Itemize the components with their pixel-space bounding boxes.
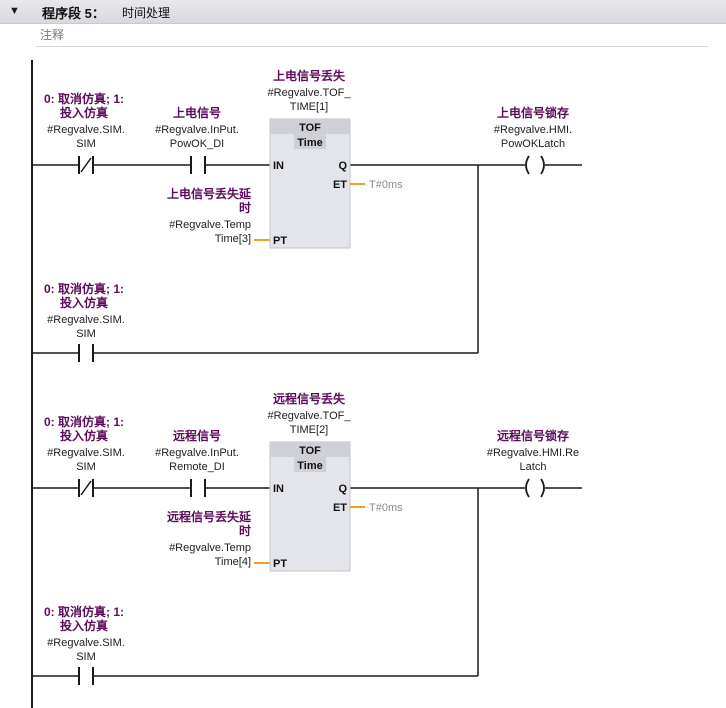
branch-contact-comment: 0: 取消仿真; 1: xyxy=(44,281,124,296)
pin-q: Q xyxy=(338,483,347,495)
coil-comment: 上电信号锁存 xyxy=(497,105,569,120)
tof-timer-box[interactable] xyxy=(269,118,351,249)
pin-et: ET xyxy=(333,179,347,191)
branch-contact-comment-2: 投入仿真 xyxy=(60,295,108,310)
timer-instance[interactable]: #Regvalve.TOF_ xyxy=(268,87,352,99)
coil-var-2[interactable]: PowOKLatch xyxy=(501,138,565,150)
coil-var[interactable]: #Regvalve.HMI.Re xyxy=(487,447,579,459)
pin-pt: PT xyxy=(273,558,287,570)
branch-contact-comment: 0: 取消仿真; 1: xyxy=(44,604,124,619)
segment-label: 程序段 5： xyxy=(42,6,105,21)
et-value[interactable]: T#0ms xyxy=(369,179,403,191)
branch-contact-var[interactable]: #Regvalve.SIM. xyxy=(47,637,125,649)
pt-var[interactable]: #Regvalve.Temp xyxy=(169,542,251,554)
sim-contact-var[interactable]: #Regvalve.SIM. xyxy=(47,124,125,136)
timer-unit[interactable]: Time xyxy=(297,460,322,472)
pin-in: IN xyxy=(273,483,284,495)
no-contact-input[interactable] xyxy=(190,156,206,174)
pin-in: IN xyxy=(273,160,284,172)
no-contact-sim-branch[interactable] xyxy=(78,344,94,362)
pin-q: Q xyxy=(338,160,347,172)
sim-contact-comment: 0: 取消仿真; 1: xyxy=(44,91,124,106)
nc-contact-sim[interactable] xyxy=(78,156,94,174)
timer-comment: 上电信号丢失 xyxy=(273,68,346,83)
pin-et: ET xyxy=(333,502,347,514)
timer-instance-2[interactable]: TIME[2] xyxy=(290,424,329,436)
nc-contact-sim-2[interactable] xyxy=(78,479,94,497)
branch-contact-var-2[interactable]: SIM xyxy=(76,328,96,340)
network-1: 0: 取消仿真; 1: 投入仿真 #Regvalve.SIM. SIM 上电信号… xyxy=(32,68,582,362)
sim-contact-var-2[interactable]: SIM xyxy=(76,461,96,473)
input-contact-var-2[interactable]: PowOK_DI xyxy=(170,138,224,150)
coil-comment: 远程信号锁存 xyxy=(497,428,569,443)
collapse-triangle-icon[interactable]: ▼ xyxy=(9,5,20,17)
network-header: ▼ 程序段 5： 时间处理 xyxy=(0,0,726,24)
input-contact-var[interactable]: #Regvalve.InPut. xyxy=(155,447,239,459)
pt-comment-2: 时 xyxy=(239,200,251,215)
network-2: 0: 取消仿真; 1: 投入仿真 #Regvalve.SIM. SIM 远程信号… xyxy=(32,391,582,685)
timer-unit[interactable]: Time xyxy=(297,137,322,149)
coil-var-2[interactable]: Latch xyxy=(520,461,547,473)
segment-title[interactable]: 时间处理 xyxy=(122,6,171,20)
input-contact-comment: 上电信号 xyxy=(173,105,221,120)
tof-timer-box-2[interactable] xyxy=(269,441,351,572)
input-contact-var[interactable]: #Regvalve.InPut. xyxy=(155,124,239,136)
sim-contact-comment-2: 投入仿真 xyxy=(60,105,108,120)
branch-contact-var[interactable]: #Regvalve.SIM. xyxy=(47,314,125,326)
comment-field[interactable]: 注释 xyxy=(36,27,708,47)
timer-comment: 远程信号丢失 xyxy=(273,391,346,406)
input-contact-comment: 远程信号 xyxy=(173,428,221,443)
sim-contact-var-2[interactable]: SIM xyxy=(76,138,96,150)
pt-var-2[interactable]: Time[4] xyxy=(215,556,251,568)
no-contact-sim-branch-2[interactable] xyxy=(78,667,94,685)
et-value[interactable]: T#0ms xyxy=(369,502,403,514)
input-contact-var-2[interactable]: Remote_DI xyxy=(169,461,225,473)
sim-contact-var[interactable]: #Regvalve.SIM. xyxy=(47,447,125,459)
branch-contact-comment-2: 投入仿真 xyxy=(60,618,108,633)
timer-type: TOF xyxy=(299,122,321,134)
pt-comment-2: 时 xyxy=(239,523,251,538)
branch-contact-var-2[interactable]: SIM xyxy=(76,651,96,663)
sim-contact-comment: 0: 取消仿真; 1: xyxy=(44,414,124,429)
output-coil-2[interactable] xyxy=(525,478,545,498)
pin-pt: PT xyxy=(273,235,287,247)
timer-instance-2[interactable]: TIME[1] xyxy=(290,101,329,113)
sim-contact-comment-2: 投入仿真 xyxy=(60,428,108,443)
pt-var[interactable]: #Regvalve.Temp xyxy=(169,219,251,231)
timer-type: TOF xyxy=(299,445,321,457)
timer-instance[interactable]: #Regvalve.TOF_ xyxy=(268,410,352,422)
pt-comment: 远程信号丢失延 xyxy=(167,509,252,524)
pt-var-2[interactable]: Time[3] xyxy=(215,233,251,245)
coil-var[interactable]: #Regvalve.HMI. xyxy=(494,124,572,136)
no-contact-input-2[interactable] xyxy=(190,479,206,497)
pt-comment: 上电信号丢失延 xyxy=(167,186,252,201)
output-coil[interactable] xyxy=(525,155,545,175)
